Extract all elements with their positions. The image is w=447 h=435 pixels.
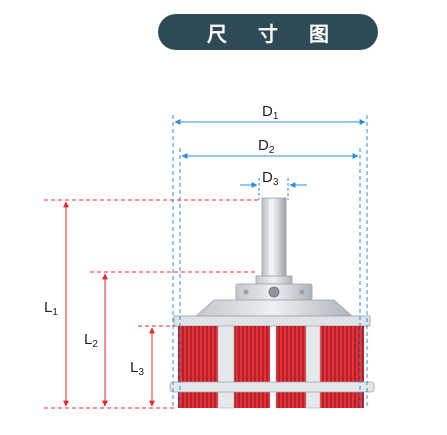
d2-label: D2 bbox=[258, 137, 275, 156]
l3-label: L3 bbox=[130, 359, 144, 378]
flange-plate bbox=[194, 299, 354, 317]
brush-illustration bbox=[169, 197, 375, 409]
d1-label: D1 bbox=[262, 103, 279, 122]
bristle-block bbox=[234, 326, 270, 408]
hub-bolt bbox=[268, 286, 280, 298]
title-banner: 尺 寸 图 bbox=[158, 14, 378, 50]
l2-label: L2 bbox=[84, 331, 98, 350]
length-dimensions: L1 L2 L3 bbox=[44, 199, 260, 409]
shaft-collar bbox=[255, 275, 293, 285]
l1-label: L1 bbox=[44, 299, 58, 318]
bristle-block bbox=[276, 326, 306, 408]
diameter-dimensions: D1 D2 D3 bbox=[172, 103, 368, 408]
support-post bbox=[217, 325, 235, 409]
support-post bbox=[305, 325, 321, 409]
d3-label: D3 bbox=[262, 169, 279, 188]
bristle-block bbox=[178, 326, 218, 408]
bristle-block bbox=[320, 326, 364, 408]
top-disc bbox=[173, 315, 371, 327]
page-title: 尺 寸 图 bbox=[207, 21, 341, 46]
bottom-ring bbox=[169, 381, 375, 393]
shaft bbox=[261, 197, 287, 279]
